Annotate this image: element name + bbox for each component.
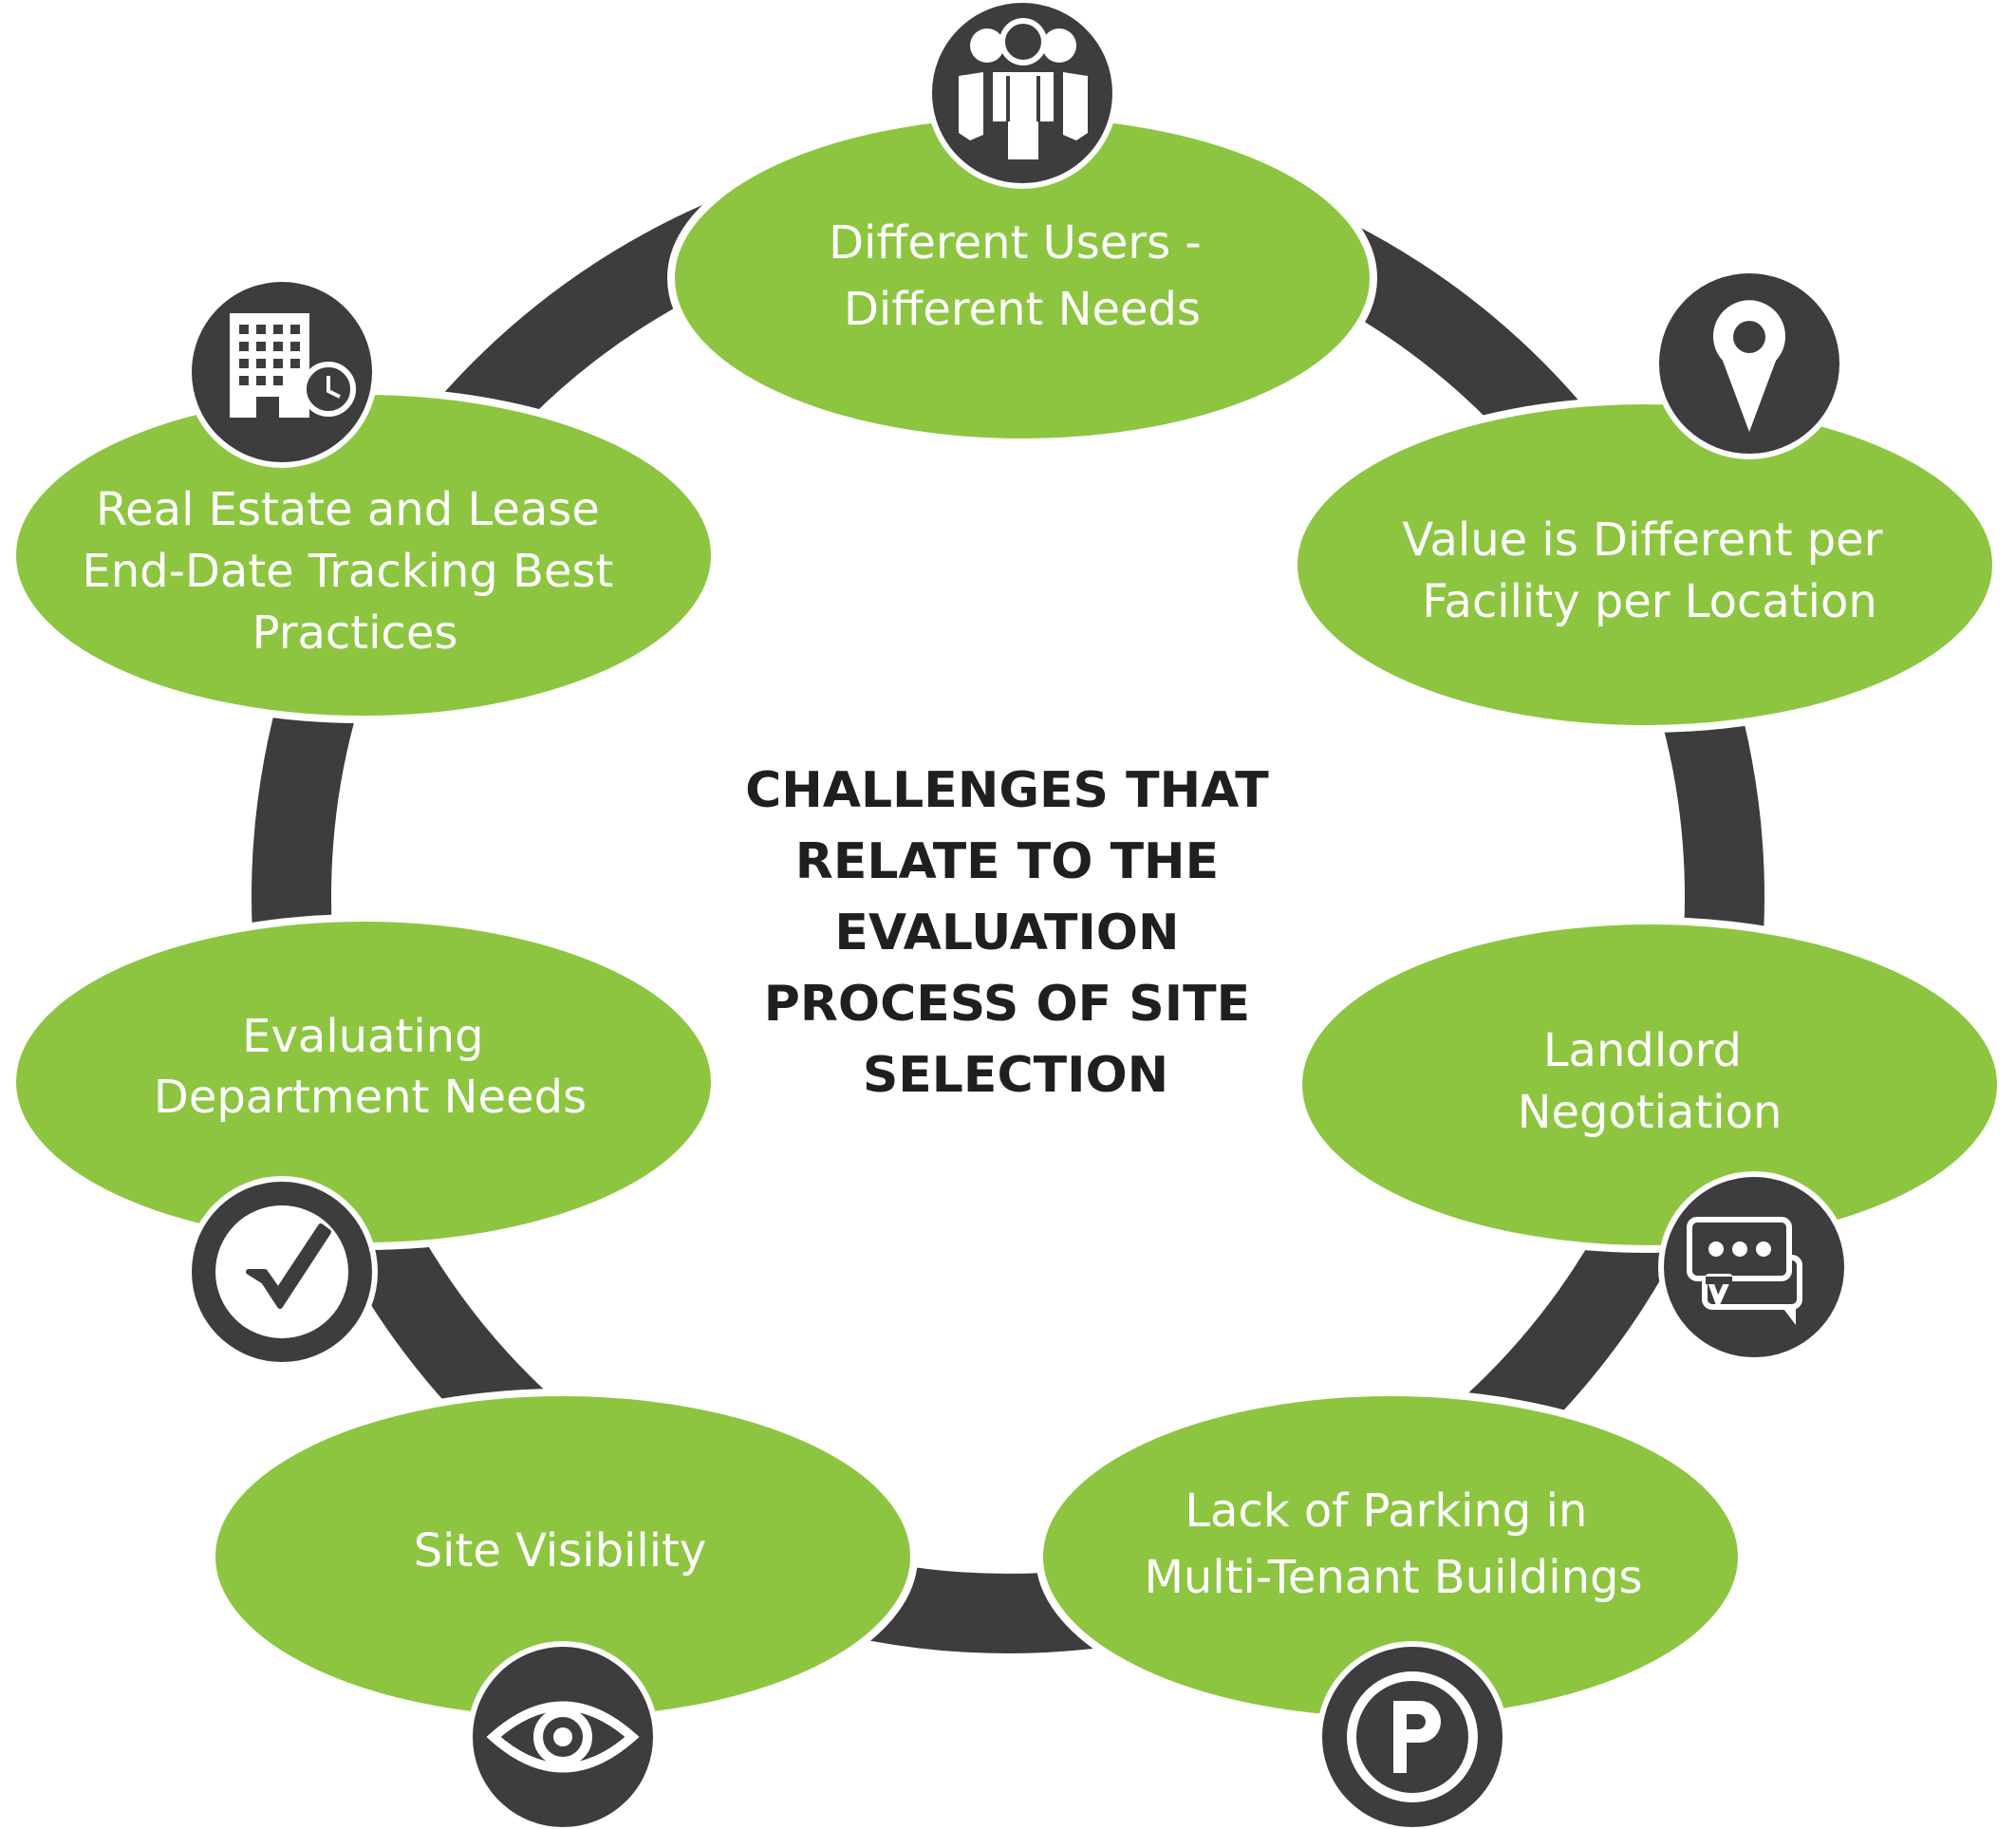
node-different-users: Different Users - Different Needs xyxy=(667,110,1377,446)
node-label: Different Users - Different Needs xyxy=(829,216,1216,336)
node-label: Value is Different per Facility per Loca… xyxy=(1402,513,1896,628)
node-label: Site Visibility xyxy=(414,1524,707,1577)
eye-icon xyxy=(467,1641,659,1829)
node-ellipse xyxy=(1295,917,2005,1253)
location-pin-icon xyxy=(1653,268,1845,459)
node-real-estate-tracking: Real Estate and Lease End-Date Tracking … xyxy=(9,387,719,723)
node-label: Real Estate and Lease End-Date Tracking … xyxy=(82,483,627,660)
node-ellipse xyxy=(1290,397,2000,733)
node-lack-of-parking: Lack of Parking in Multi-Tenant Building… xyxy=(1036,1389,1745,1725)
center-title: CHALLENGES THAT RELATE TO THE EVALUATION… xyxy=(745,762,1286,1104)
chat-bubbles-icon xyxy=(1658,1171,1850,1363)
node-value-different: Value is Different per Facility per Loca… xyxy=(1290,397,2000,733)
node-label: Landlord Negotiation xyxy=(1518,1024,1783,1139)
node-label: Lack of Parking in Multi-Tenant Building… xyxy=(1145,1484,1643,1604)
parking-icon xyxy=(1316,1641,1508,1829)
building-clock-icon xyxy=(186,276,378,468)
checkmark-icon xyxy=(186,1176,378,1368)
node-label: Evaluating Department Needs xyxy=(154,1010,587,1124)
node-site-visibility: Site Visibility xyxy=(208,1389,918,1725)
people-group-icon xyxy=(926,0,1118,189)
node-landlord-negotiation: Landlord Negotiation xyxy=(1295,917,2005,1253)
node-evaluating-department: Evaluating Department Needs xyxy=(9,914,719,1250)
